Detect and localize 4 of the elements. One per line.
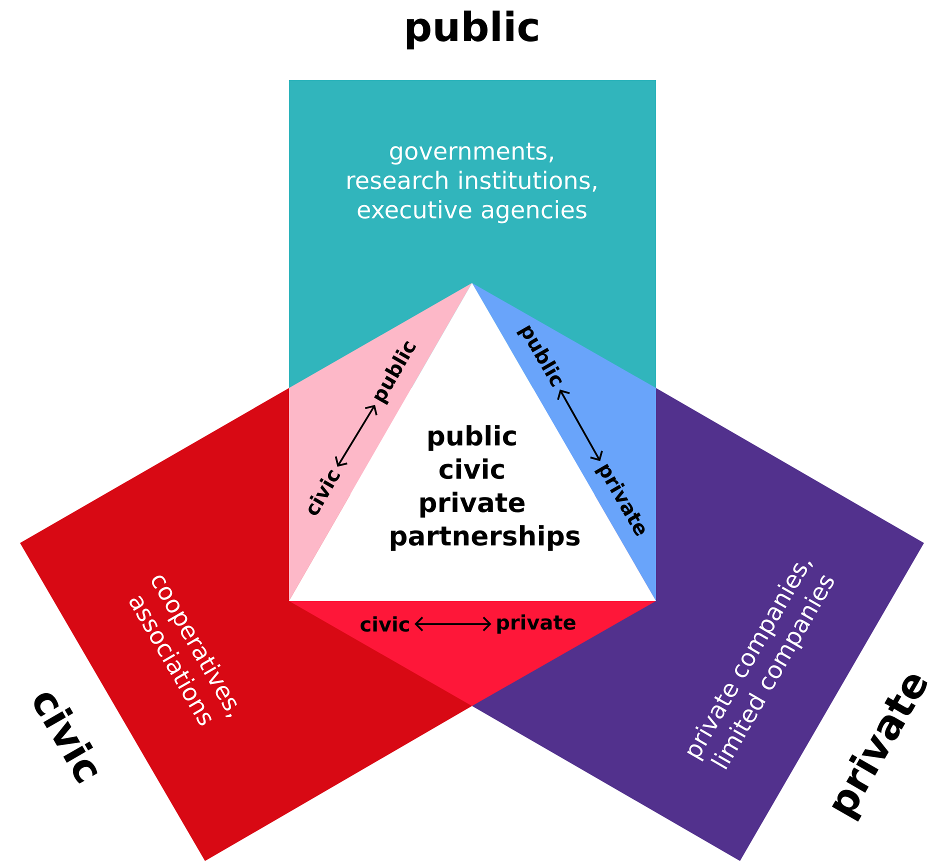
double-arrow [414,616,492,632]
double-arrow [557,390,603,462]
double-arrow [334,404,378,467]
sector-heading: public [406,10,538,50]
